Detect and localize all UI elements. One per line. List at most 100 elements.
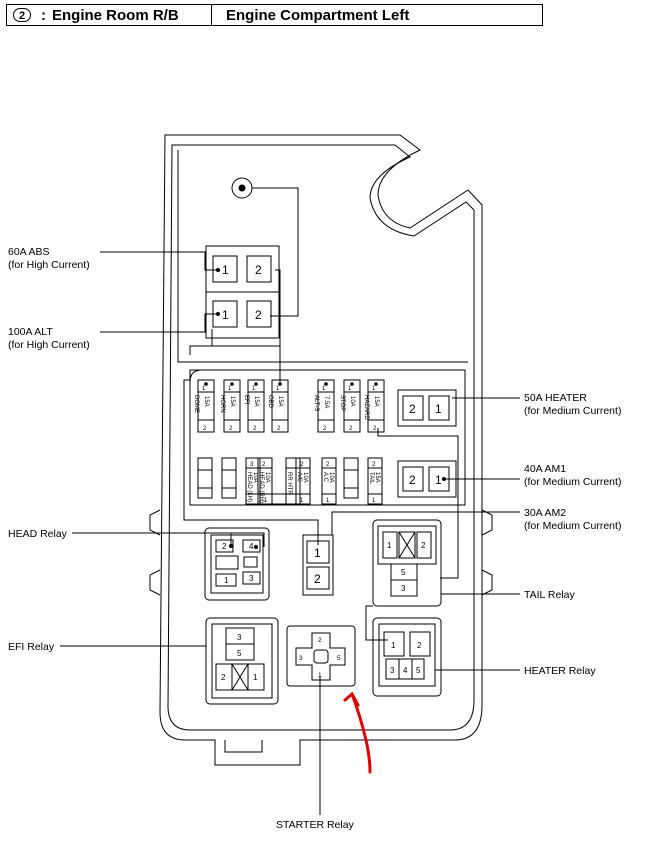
starter-pin-2: 2 bbox=[318, 637, 322, 644]
title-separator: : bbox=[41, 6, 46, 24]
fuse-bottom-amp: 10A bbox=[264, 472, 270, 483]
fuse-pin-bottom: 2 bbox=[277, 426, 281, 432]
am2-fuse-block bbox=[302, 534, 334, 596]
tail-coil-x bbox=[398, 531, 416, 559]
title-right: Engine Compartment Left bbox=[212, 5, 409, 25]
heater-fuse-pin-2 bbox=[402, 395, 424, 421]
spare-fuse bbox=[343, 457, 359, 499]
alt-pin-1-label: 1 bbox=[222, 308, 229, 322]
fuse-bottom-pin: 2 bbox=[300, 462, 304, 468]
fuse-2 bbox=[223, 379, 241, 433]
fuse-panel-round bbox=[189, 369, 203, 383]
abs-pin-1-label: 1 bbox=[222, 263, 229, 277]
alt-leader bbox=[100, 313, 218, 333]
fuse-pin-bottom: 2 bbox=[373, 426, 377, 432]
housing-outline bbox=[159, 134, 483, 766]
heater-pin-1-label: 1 bbox=[435, 402, 442, 416]
fuse-bottom-pin: 2 bbox=[262, 462, 266, 468]
fuse-pin-top: 1 bbox=[276, 386, 280, 392]
alt-pin-2 bbox=[246, 300, 272, 328]
head-relay-housing bbox=[204, 527, 270, 601]
fuse-bottom-name: HEAD (RH) bbox=[258, 472, 264, 503]
fuse-1 bbox=[197, 379, 215, 433]
heater-pin-2-label: 2 bbox=[409, 402, 416, 416]
alt-to-fuse-wire bbox=[189, 329, 213, 355]
fuse-bottom-amp: 10A bbox=[328, 472, 334, 483]
engine-room-rb-title: Engine Room R/B bbox=[52, 6, 179, 24]
am2-pin-1-label: 1 bbox=[314, 546, 321, 560]
heater-fuse-block bbox=[397, 389, 457, 427]
starter-relay-label: STARTER Relay bbox=[276, 819, 355, 831]
fuse-bottom-pin: 1 bbox=[326, 498, 330, 504]
heater-pin-1 bbox=[383, 631, 405, 657]
tail-coil bbox=[398, 531, 416, 559]
fuse-bottom-pin: 1 bbox=[372, 498, 376, 504]
head-pin-2-label: 2 bbox=[222, 542, 227, 551]
am1-pin-1-label: 1 bbox=[435, 473, 442, 487]
fuse-name: STOP bbox=[339, 395, 345, 411]
fuse-pin-bottom: 2 bbox=[323, 426, 327, 432]
fuse-pin-bottom: 2 bbox=[349, 426, 353, 432]
spare-fuse bbox=[221, 457, 237, 499]
fuse-pin-top: 1 bbox=[322, 386, 326, 392]
location-title: Engine Compartment Left bbox=[226, 6, 410, 24]
head-pin-4 bbox=[242, 539, 261, 553]
fuse-bottom-amp: 10A bbox=[302, 472, 308, 483]
fuse-name: HORN bbox=[219, 395, 225, 413]
efi-pin-5-label: 5 bbox=[237, 649, 242, 658]
am2-leader bbox=[331, 511, 520, 535]
tail-pin-2 bbox=[416, 531, 432, 559]
head-relay-label: HEAD Relay bbox=[8, 528, 68, 540]
am2-pin-1 bbox=[306, 540, 330, 564]
am1-pin-2-label: 2 bbox=[409, 473, 416, 487]
fuse-amp: 15A bbox=[229, 396, 235, 407]
fuse-amp: 10A bbox=[349, 396, 355, 407]
alt-label: 100A ALT bbox=[8, 326, 53, 338]
fuse-pin-top: 1 bbox=[228, 386, 232, 392]
heater-fuse-pin-1 bbox=[428, 395, 450, 421]
tail-pin-1-label: 1 bbox=[387, 541, 392, 550]
fuse-bottom-pin: 3 bbox=[250, 462, 254, 468]
fuse-5 bbox=[317, 379, 335, 433]
heater-relay-pin-3: 3 bbox=[390, 666, 395, 675]
heater-fuse-note: (for Medium Current) bbox=[524, 405, 621, 417]
fuse-pin-top: 1 bbox=[348, 386, 352, 392]
tail-pin-1 bbox=[382, 531, 398, 559]
starter-pin-1: 1 bbox=[318, 672, 322, 679]
head-pin-3-label: 3 bbox=[249, 574, 254, 583]
am2-label: 30A AM2 bbox=[524, 507, 566, 519]
fuse-bottom-name: HEAD (LH) bbox=[246, 472, 252, 502]
heater-pin-2 bbox=[409, 631, 431, 657]
heater-relay-pin-2: 2 bbox=[417, 641, 422, 650]
alt-note: (for High Current) bbox=[8, 339, 90, 351]
fuse-pin-bottom: 2 bbox=[253, 426, 257, 432]
fuse-bottom-pin: 2 bbox=[326, 462, 330, 468]
efi-relay-housing bbox=[205, 617, 279, 705]
fuse-pin-bottom: 2 bbox=[203, 426, 207, 432]
fuse-name: HAZARD bbox=[363, 395, 369, 420]
alt-pin-2-label: 2 bbox=[255, 308, 262, 322]
heater-fuse-label: 50A HEATER bbox=[524, 392, 587, 404]
fuse-bottom-amp: 10A bbox=[252, 472, 258, 483]
top-section-line bbox=[177, 150, 468, 363]
am1-label: 40A AM1 bbox=[524, 463, 566, 475]
fuse-bottom-name: A.C bbox=[322, 472, 328, 483]
fuse-bottom-name: A/C bbox=[296, 472, 302, 483]
fuse-amp: 7.5A bbox=[323, 396, 329, 408]
abs-pin-1 bbox=[212, 255, 238, 283]
red-annotation-arrow bbox=[343, 691, 372, 774]
tail-pin-5-label: 5 bbox=[401, 568, 406, 577]
fuse-amp: 15A bbox=[203, 396, 209, 407]
efi-pin-1 bbox=[247, 663, 265, 691]
head-pin-1-label: 1 bbox=[224, 576, 229, 585]
heater-relay-pin-4: 4 bbox=[403, 666, 408, 675]
efi-coil-x bbox=[231, 663, 249, 691]
starter-pin-3: 3 bbox=[299, 655, 303, 662]
efi-pin-3-label: 3 bbox=[237, 633, 242, 642]
fuse-bottom-name: TAIL bbox=[368, 472, 374, 485]
efi-relay-body bbox=[211, 623, 273, 699]
fuse-name: OBD bbox=[267, 395, 273, 409]
tail-pin-3-label: 3 bbox=[401, 584, 406, 593]
